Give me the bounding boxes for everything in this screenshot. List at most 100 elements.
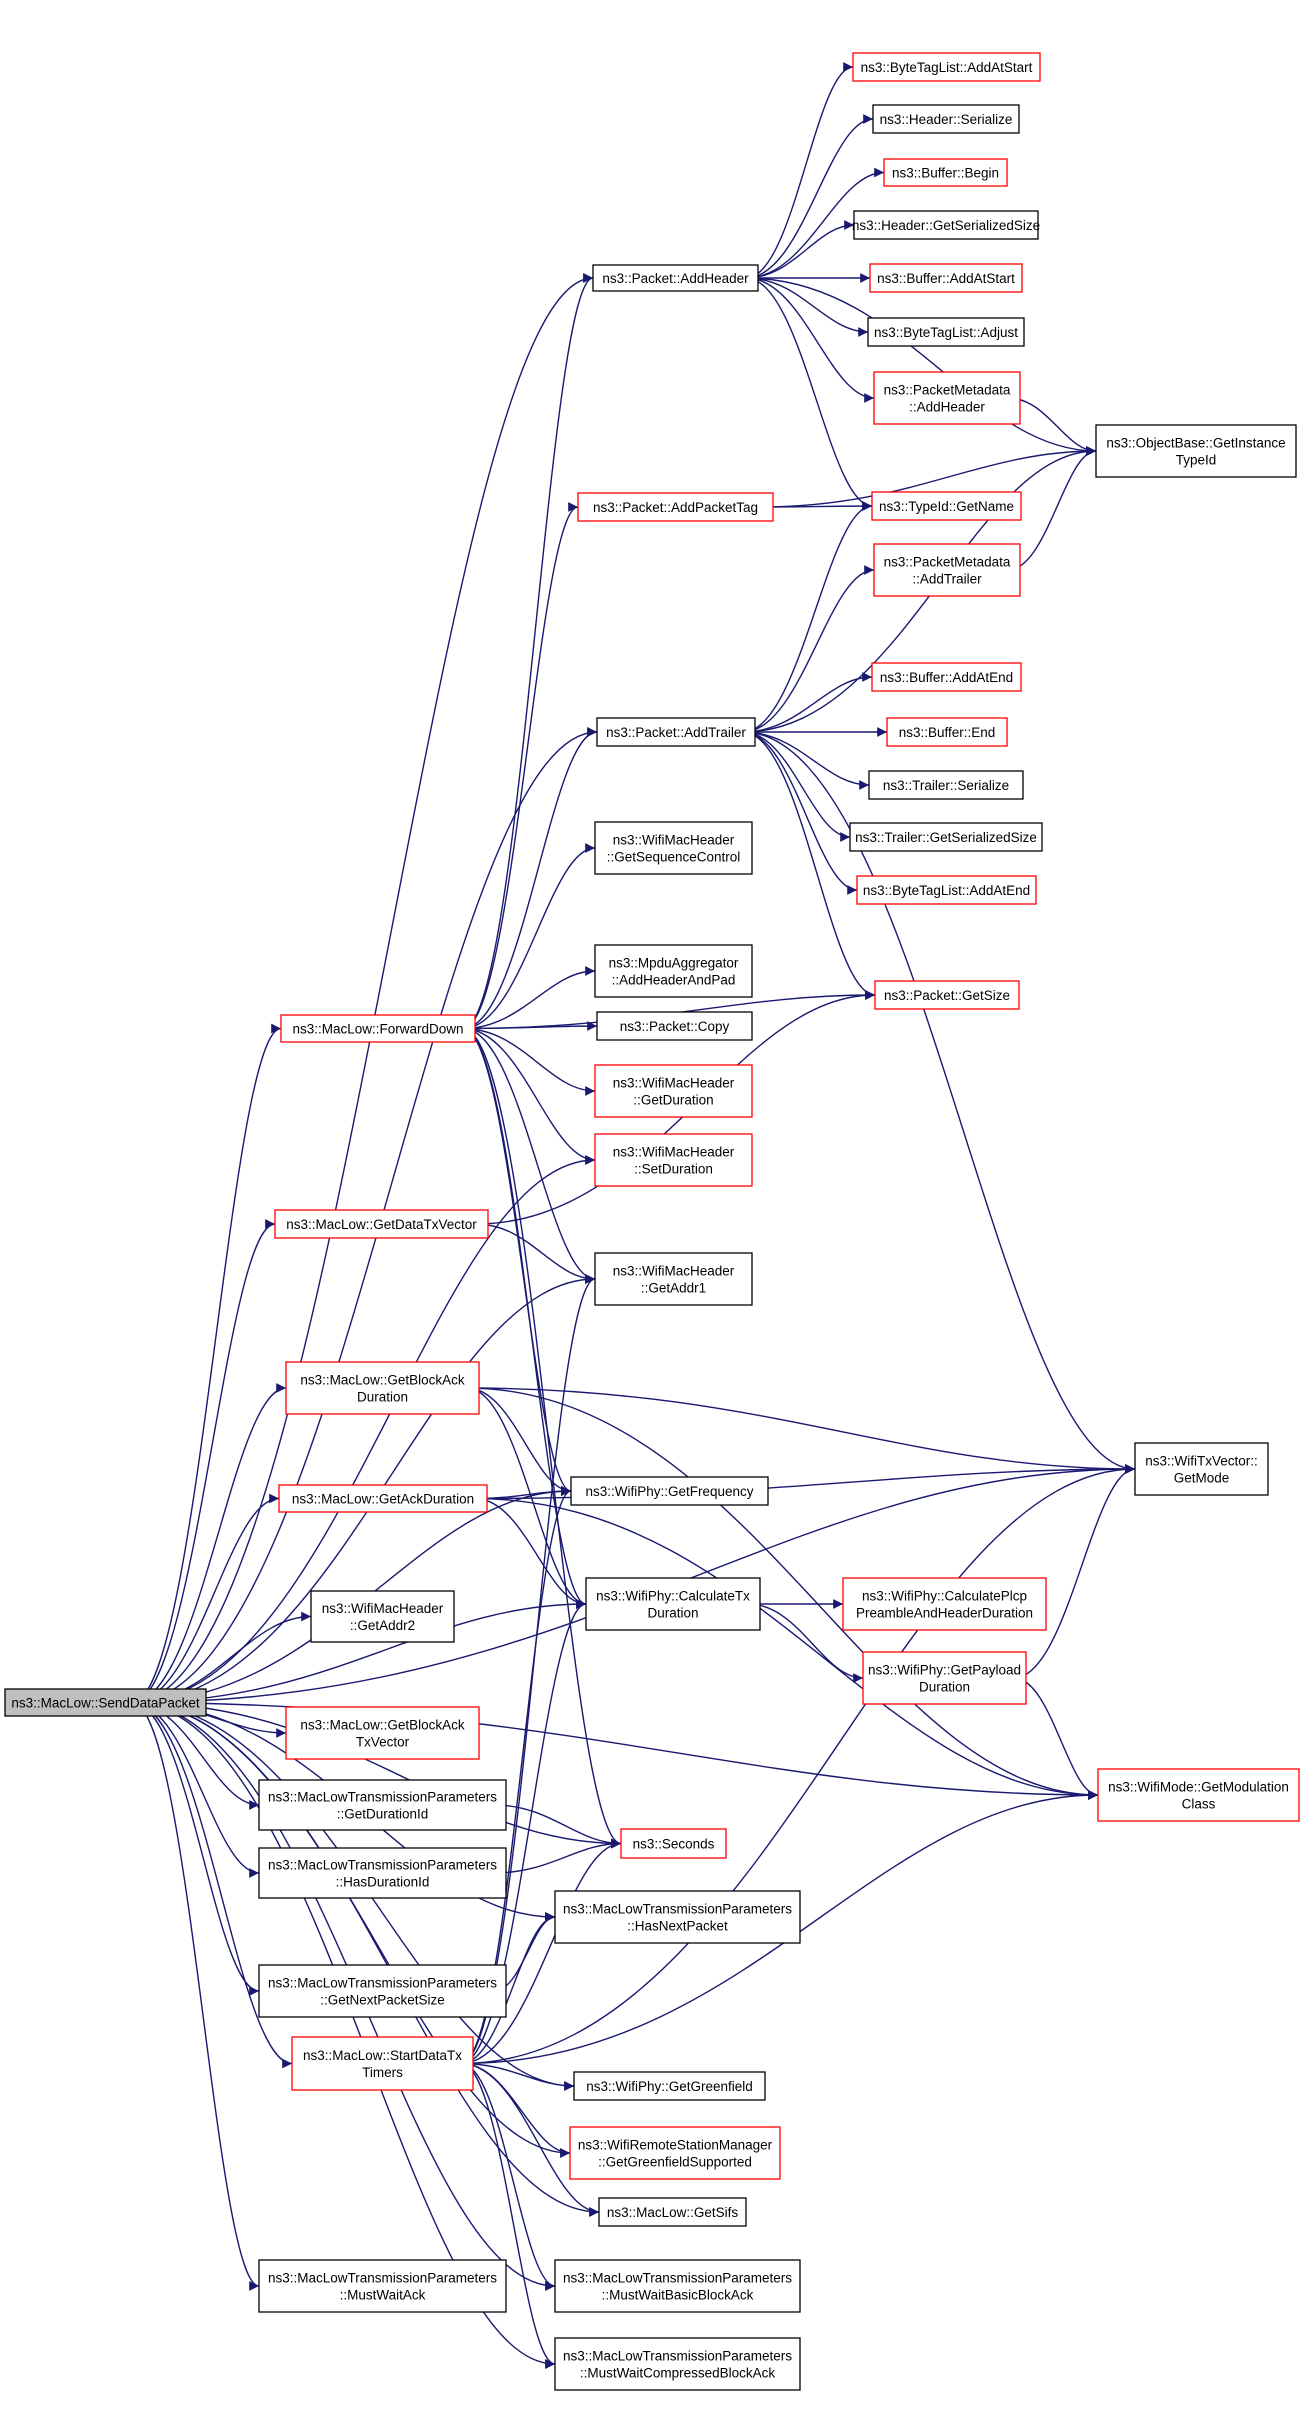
node-box[interactable]	[1097, 1768, 1300, 1822]
node-box[interactable]	[842, 1577, 1047, 1631]
node-box[interactable]	[852, 52, 1041, 82]
node-box[interactable]	[554, 2337, 801, 2391]
node-box[interactable]	[853, 210, 1039, 240]
node-box[interactable]	[570, 1476, 769, 1506]
node-wrsmGetGreenfieldSupported[interactable]: ns3::WifiRemoteStationManager::GetGreenf…	[569, 2126, 781, 2180]
node-box[interactable]	[594, 1133, 753, 1187]
node-addPacketTag[interactable]: ns3::Packet::AddPacketTag	[577, 492, 774, 522]
node-phyCalcPlcp[interactable]: ns3::WifiPhy::CalculatePlcpPreambleAndHe…	[842, 1577, 1047, 1631]
node-getDataTxVector[interactable]: ns3::MacLow::GetDataTxVector	[274, 1209, 489, 1239]
node-box[interactable]	[577, 492, 774, 522]
node-box[interactable]	[285, 1706, 480, 1760]
node-wmhGetAddr1[interactable]: ns3::WifiMacHeader::GetAddr1	[594, 1252, 753, 1306]
node-box[interactable]	[4, 1688, 207, 1717]
node-headerSerialize[interactable]: ns3::Header::Serialize	[872, 104, 1020, 134]
node-box[interactable]	[594, 1064, 753, 1118]
node-box[interactable]	[291, 2036, 474, 2091]
node-wmhGetDuration[interactable]: ns3::WifiMacHeader::GetDuration	[594, 1064, 753, 1118]
node-addHeader[interactable]: ns3::Packet::AddHeader	[592, 264, 759, 292]
node-addTrailer[interactable]: ns3::Packet::AddTrailer	[596, 717, 756, 747]
node-mltpMustWaitCompressedBlockAck[interactable]: ns3::MacLowTransmissionParameters::MustW…	[554, 2337, 801, 2391]
node-box[interactable]	[258, 1847, 507, 1899]
node-box[interactable]	[872, 104, 1020, 134]
node-box[interactable]	[869, 263, 1023, 293]
node-bufferAddAtStart[interactable]: ns3::Buffer::AddAtStart	[869, 263, 1023, 293]
node-box[interactable]	[873, 371, 1021, 425]
node-root[interactable]: ns3::MacLow::SendDataPacket	[4, 1688, 207, 1717]
node-mltpMustWaitAck[interactable]: ns3::MacLowTransmissionParameters::MustW…	[258, 2259, 507, 2313]
node-mltpHasNextPacket[interactable]: ns3::MacLowTransmissionParameters::HasNe…	[554, 1890, 801, 1944]
node-box[interactable]	[620, 1828, 727, 1859]
node-headerGetSerializedSize[interactable]: ns3::Header::GetSerializedSize	[852, 210, 1040, 240]
node-mpduAddHeaderAndPad[interactable]: ns3::MpduAggregator::AddHeaderAndPad	[594, 944, 753, 998]
node-mltpHasDurationId[interactable]: ns3::MacLowTransmissionParameters::HasDu…	[258, 1847, 507, 1899]
node-box[interactable]	[849, 822, 1043, 852]
node-box[interactable]	[554, 1890, 801, 1944]
node-macLowGetSifs[interactable]: ns3::MacLow::GetSifs	[598, 2197, 747, 2227]
node-bufferAddAtEnd[interactable]: ns3::Buffer::AddAtEnd	[871, 662, 1022, 692]
node-packetCopy[interactable]: ns3::Packet::Copy	[596, 1011, 753, 1041]
node-box[interactable]	[258, 1779, 507, 1831]
node-mltpGetNextPacketSize[interactable]: ns3::MacLowTransmissionParameters::GetNe…	[258, 1964, 507, 2018]
node-box[interactable]	[573, 2071, 766, 2101]
node-box[interactable]	[285, 1361, 480, 1415]
node-packetGetSize[interactable]: ns3::Packet::GetSize	[874, 980, 1020, 1010]
node-box[interactable]	[596, 1011, 753, 1041]
node-bufferBegin[interactable]: ns3::Buffer::Begin	[883, 158, 1008, 187]
node-pmAddHeader[interactable]: ns3::PacketMetadata::AddHeader	[873, 371, 1021, 425]
node-txVectorGetMode[interactable]: ns3::WifiTxVector::GetMode	[1134, 1442, 1269, 1496]
node-box[interactable]	[871, 491, 1022, 521]
node-forwardDown[interactable]: ns3::MacLow::ForwardDown	[280, 1014, 476, 1043]
node-box[interactable]	[280, 1014, 476, 1043]
node-getSeqCtrl[interactable]: ns3::WifiMacHeader::GetSequenceControl	[594, 821, 753, 875]
node-box[interactable]	[569, 2126, 781, 2180]
node-mltpMustWaitBasicBlockAck[interactable]: ns3::MacLowTransmissionParameters::MustW…	[554, 2259, 801, 2313]
node-bufferEnd[interactable]: ns3::Buffer::End	[886, 717, 1008, 747]
node-byteTagAddAtEnd[interactable]: ns3::ByteTagList::AddAtEnd	[856, 875, 1037, 905]
node-box[interactable]	[594, 944, 753, 998]
node-phyGetGreenfield[interactable]: ns3::WifiPhy::GetGreenfield	[573, 2071, 766, 2101]
node-box[interactable]	[874, 980, 1020, 1010]
node-box[interactable]	[883, 158, 1008, 187]
node-box[interactable]	[585, 1577, 761, 1631]
node-getAckDuration[interactable]: ns3::MacLow::GetAckDuration	[278, 1484, 488, 1513]
node-byteTagAddAtStart[interactable]: ns3::ByteTagList::AddAtStart	[852, 52, 1041, 82]
node-mltpGetDurationId[interactable]: ns3::MacLowTransmissionParameters::GetDu…	[258, 1779, 507, 1831]
node-box[interactable]	[871, 662, 1022, 692]
node-box[interactable]	[868, 770, 1024, 800]
node-trailerSerialize[interactable]: ns3::Trailer::Serialize	[868, 770, 1024, 800]
node-box[interactable]	[873, 543, 1021, 597]
node-byteTagAdjust[interactable]: ns3::ByteTagList::Adjust	[867, 317, 1025, 347]
node-box[interactable]	[278, 1484, 488, 1513]
node-box[interactable]	[274, 1209, 489, 1239]
node-typeIdGetName[interactable]: ns3::TypeId::GetName	[871, 491, 1022, 521]
node-box[interactable]	[594, 1252, 753, 1306]
node-wmhSetDuration[interactable]: ns3::WifiMacHeader::SetDuration	[594, 1133, 753, 1187]
node-box[interactable]	[554, 2259, 801, 2313]
node-seconds[interactable]: ns3::Seconds	[620, 1828, 727, 1859]
node-box[interactable]	[258, 1964, 507, 2018]
node-box[interactable]	[856, 875, 1037, 905]
node-box[interactable]	[886, 717, 1008, 747]
node-phyGetFrequency[interactable]: ns3::WifiPhy::GetFrequency	[570, 1476, 769, 1506]
node-box[interactable]	[867, 317, 1025, 347]
node-box[interactable]	[598, 2197, 747, 2227]
node-box[interactable]	[310, 1590, 455, 1643]
node-box[interactable]	[1134, 1442, 1269, 1496]
node-trailerGetSerializedSize[interactable]: ns3::Trailer::GetSerializedSize	[849, 822, 1043, 852]
node-box[interactable]	[594, 821, 753, 875]
node-box[interactable]	[258, 2259, 507, 2313]
node-box[interactable]	[592, 264, 759, 292]
node-box[interactable]	[596, 717, 756, 747]
node-box[interactable]	[1095, 424, 1297, 478]
node-pmAddTrailer[interactable]: ns3::PacketMetadata::AddTrailer	[873, 543, 1021, 597]
node-wmhGetAddr2[interactable]: ns3::WifiMacHeader::GetAddr2	[310, 1590, 455, 1643]
node-box[interactable]	[862, 1651, 1027, 1705]
